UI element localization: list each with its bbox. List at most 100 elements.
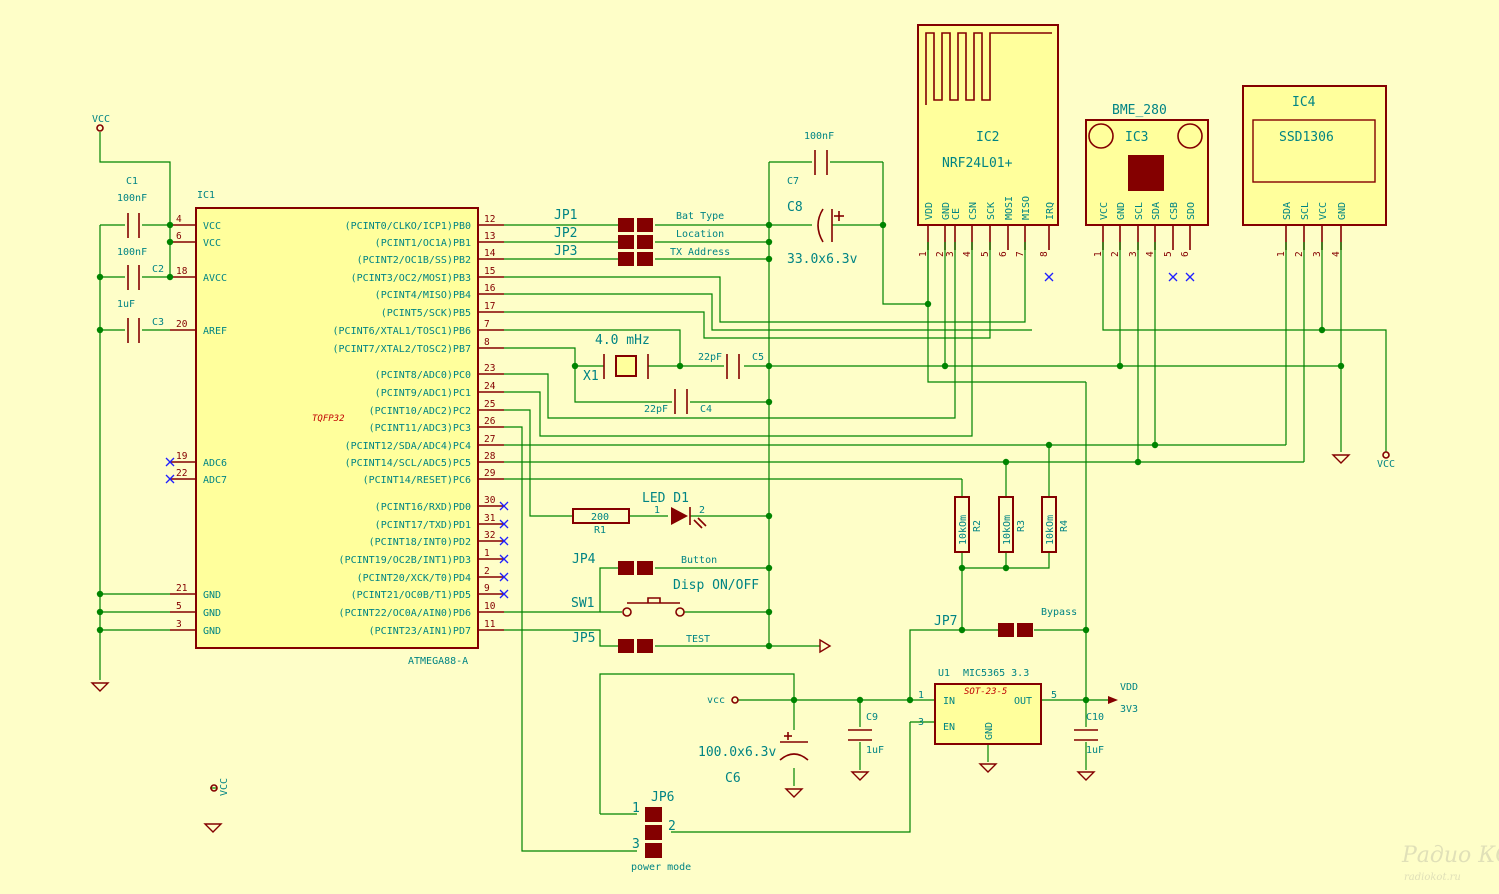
sw1-ref: SW1 bbox=[571, 596, 594, 611]
ic1-pin-num: 21 bbox=[176, 583, 188, 594]
u1-pin-out: OUT bbox=[1014, 696, 1032, 707]
ic4-pins-num: 4 bbox=[1331, 251, 1342, 257]
c3-value: 1uF bbox=[117, 299, 135, 310]
ic4-ssd1306: IC4 SSD1306 bbox=[1242, 85, 1387, 226]
ic3-part: BME_280 bbox=[1112, 103, 1167, 118]
crystal-x1: X1 4.0 mHz bbox=[583, 333, 650, 384]
ic3-pins-name: GND bbox=[1116, 202, 1127, 220]
ic1-pin-num: 1 bbox=[484, 548, 490, 559]
sw1-desc: Disp ON/OFF bbox=[673, 578, 759, 593]
c5-value: 22pF bbox=[698, 352, 722, 363]
ic1-pin-num: 18 bbox=[176, 266, 188, 277]
jp6-desc: power mode bbox=[631, 862, 691, 873]
ic2-pins-name: CE bbox=[951, 208, 962, 220]
ic1-pin-num: 4 bbox=[176, 214, 182, 225]
ic1-pin-name: GND bbox=[203, 608, 221, 619]
ic4-pins-name: SDA bbox=[1282, 202, 1293, 220]
jumpers: JP1 Bat Type JP2 Location JP3 TX Address… bbox=[554, 208, 1077, 873]
ic3-pins-name: SCL bbox=[1134, 202, 1145, 220]
ic1-pin-num: 25 bbox=[484, 399, 495, 410]
ic1-pin-num: 32 bbox=[484, 530, 495, 541]
u1-pin-en: EN bbox=[943, 722, 955, 733]
c1-value: 100nF bbox=[117, 193, 147, 204]
r3-ref: R3 bbox=[1016, 520, 1027, 532]
ic1-pin-name: (PCINT0/CLKO/ICP1)PB0 bbox=[345, 221, 471, 232]
ic1-pin-num: 15 bbox=[484, 266, 495, 277]
ic1-right-pins: (PCINT0/CLKO/ICP1)PB012(PCINT1/OC1A)PB11… bbox=[333, 214, 496, 637]
ic1-pin-name: (PCINT2/OC1B/SS)PB2 bbox=[357, 255, 471, 266]
ic4-pins-num: 1 bbox=[1276, 251, 1287, 257]
ic1-atmega88: IC1 ATMEGA88-A TQFP32 bbox=[195, 190, 479, 667]
c10-ref: C10 bbox=[1086, 712, 1104, 723]
ic1-pin-name: AVCC bbox=[203, 273, 227, 284]
ic2-pins-name: MISO bbox=[1021, 196, 1032, 220]
c8-ref: C8 bbox=[787, 200, 803, 215]
ic1-pin-name: VCC bbox=[203, 221, 221, 232]
ic3-ref: IC3 bbox=[1125, 130, 1148, 145]
ic2-pins-num: 7 bbox=[1015, 251, 1026, 257]
ic1-pin-name: (PCINT23/AIN1)PD7 bbox=[369, 626, 471, 637]
ic2-pins-num: 1 bbox=[918, 251, 929, 257]
ic2-ref: IC2 bbox=[976, 130, 999, 145]
ic1-pin-name: (PCINT20/XCK/T0)PD4 bbox=[357, 573, 471, 584]
c10-value: 1uF bbox=[1086, 745, 1104, 756]
ic4-part: SSD1306 bbox=[1279, 130, 1334, 145]
ic2-pins-name: GND bbox=[941, 202, 952, 220]
ic1-pin-num: 30 bbox=[484, 495, 496, 506]
ic1-left-pins: VCC4VCC6AVCC18AREF20ADC619ADC722GND21GND… bbox=[176, 214, 227, 637]
u1-num-en: 3 bbox=[918, 717, 924, 728]
r2-value: 10kOm bbox=[958, 515, 969, 545]
u1-num-out: 5 bbox=[1051, 690, 1057, 701]
c2-ref: C2 bbox=[152, 264, 164, 275]
ic1-pin-name: GND bbox=[203, 626, 221, 637]
led-pin2: 2 bbox=[699, 505, 705, 516]
c7-ref: C7 bbox=[787, 176, 799, 187]
ic2-pins-num: 3 bbox=[945, 251, 956, 257]
ic1-pin-num: 17 bbox=[484, 301, 495, 312]
ic1-pin-num: 12 bbox=[484, 214, 495, 225]
ic1-pin-name: (PCINT19/OC2B/INT1)PD3 bbox=[339, 555, 471, 566]
jp6-pin1: 1 bbox=[632, 801, 640, 816]
ic1-package: TQFP32 bbox=[312, 414, 345, 424]
ic1-pin-num: 6 bbox=[176, 231, 182, 242]
ic2-pins-name: MOSI bbox=[1004, 196, 1015, 220]
jp5-desc: TEST bbox=[686, 634, 710, 645]
vcc-label-top: VCC bbox=[92, 114, 110, 125]
x1-ref: X1 bbox=[583, 369, 599, 384]
vcc-label-right: VCC bbox=[1377, 459, 1395, 470]
jp3-desc: TX Address bbox=[670, 247, 730, 258]
ic2-nrf24: IC2 NRF24L01+ bbox=[917, 24, 1059, 226]
jp4-desc: Button bbox=[681, 555, 717, 566]
x1-value: 4.0 mHz bbox=[595, 333, 650, 348]
jp6-ref: JP6 bbox=[651, 790, 674, 805]
ic1-pin-name: AREF bbox=[203, 326, 227, 337]
ic1-pin-num: 8 bbox=[484, 337, 490, 348]
ic1-pin-num: 29 bbox=[484, 468, 496, 479]
jp2-desc: Location bbox=[676, 229, 724, 240]
ic1-pin-name: (PCINT16/RXD)PD0 bbox=[375, 502, 471, 513]
ic1-pin-num: 31 bbox=[484, 513, 496, 524]
ic1-pin-name: (PCINT7/XTAL2/TOSC2)PB7 bbox=[333, 344, 471, 355]
ic1-pin-num: 26 bbox=[484, 416, 496, 427]
ic1-pin-name: (PCINT4/MISO)PB4 bbox=[375, 290, 471, 301]
ic1-pin-name: (PCINT17/TXD)PD1 bbox=[375, 520, 471, 531]
ic3-pins-num: 4 bbox=[1145, 251, 1156, 257]
u1-num-in: 1 bbox=[918, 690, 924, 701]
ic1-pin-num: 10 bbox=[484, 601, 496, 612]
ic1-ref: IC1 bbox=[197, 190, 215, 201]
ic1-pin-num: 7 bbox=[484, 319, 490, 330]
jp7-desc: Bypass bbox=[1041, 607, 1077, 618]
ic2-pins-name: IRQ bbox=[1045, 202, 1056, 220]
jp1-ref: JP1 bbox=[554, 208, 577, 223]
ic1-pin-num: 24 bbox=[484, 381, 496, 392]
c9-value: 1uF bbox=[866, 745, 884, 756]
jp1-desc: Bat Type bbox=[676, 211, 724, 222]
switch-sw1: SW1 Disp ON/OFF bbox=[571, 578, 759, 617]
ic1-pin-num: 9 bbox=[484, 583, 490, 594]
ic1-pin-name: (PCINT12/SDA/ADC4)PC4 bbox=[345, 441, 471, 452]
led-label: LED D1 bbox=[642, 491, 689, 506]
resistors: R1 200 10kOm R2 10kOm R3 10kOm R4 bbox=[572, 496, 1070, 553]
ic1-pin-name: (PCINT5/SCK)PB5 bbox=[381, 308, 471, 319]
v33-label: 3V3 bbox=[1120, 704, 1138, 715]
